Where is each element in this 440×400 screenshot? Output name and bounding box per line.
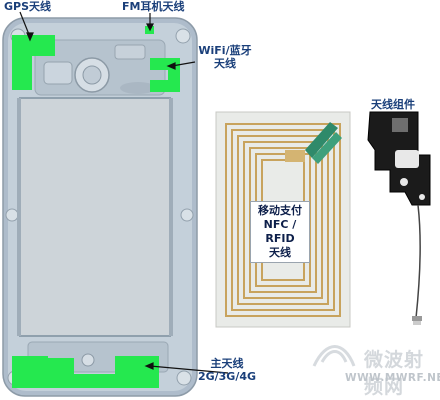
gps-antenna-region bbox=[12, 35, 55, 90]
battery-area bbox=[19, 97, 171, 337]
watermark-wave-icon bbox=[312, 345, 356, 367]
antenna-assembly-part bbox=[367, 111, 431, 325]
nfc-coil bbox=[215, 111, 351, 328]
main-antenna-label-line1: 主天线 bbox=[210, 357, 244, 370]
antenna-assembly-label: 天线组件 bbox=[371, 98, 415, 111]
wifi-antenna-label-line2: 天线 bbox=[214, 57, 236, 70]
nfc-label-box: 移动支付 NFC / RFID 天线 bbox=[250, 201, 310, 263]
gps-antenna-label: GPS天线 bbox=[4, 0, 52, 13]
watermark-brand: 微波射频网 bbox=[364, 349, 425, 398]
main-antenna-label-line2: 2G/3G/4G bbox=[197, 370, 257, 383]
watermark-url: WWW.MWRF.NET bbox=[345, 372, 440, 384]
nfc-label-line3: RFID bbox=[265, 232, 295, 245]
fm-antenna-label: FM耳机天线 bbox=[122, 0, 185, 13]
main-antenna-label: 主天线 2G/3G/4G bbox=[196, 357, 258, 383]
nfc-label-line1: 移动支付 bbox=[258, 204, 302, 217]
wifi-antenna-label-line1: WiFi/蓝牙 bbox=[198, 44, 252, 57]
main-antenna-region bbox=[12, 356, 159, 388]
wifi-antenna-label: WiFi/蓝牙 天线 bbox=[197, 44, 253, 70]
nfc-label-line2: NFC / bbox=[263, 218, 297, 231]
label-arrows bbox=[19, 11, 229, 374]
nfc-label-line4: 天线 bbox=[269, 246, 291, 259]
